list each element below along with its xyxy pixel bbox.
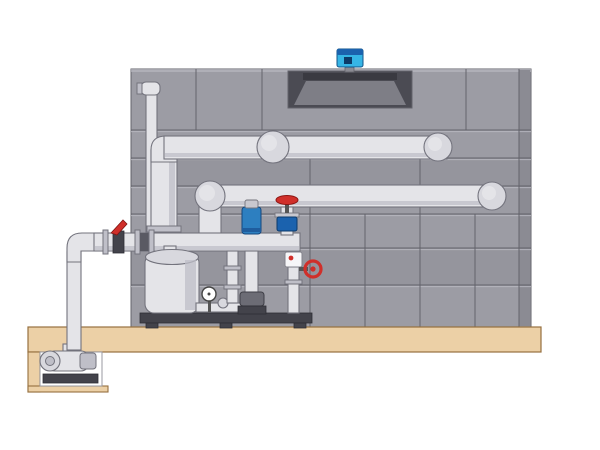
instrument-lens: [344, 57, 352, 64]
slab: [27, 326, 542, 353]
lower-pipe-end-highlight: [482, 186, 496, 200]
pressure-switch-dot: [288, 255, 294, 261]
pump-base: [237, 305, 267, 315]
riser-base-flange: [146, 225, 182, 233]
vessel: [144, 245, 200, 314]
makeup-line-flange: [136, 82, 143, 95]
upper-pipe-shading: [165, 153, 446, 157]
air-intake-opening: [287, 70, 413, 109]
lower-pipe-shading: [210, 201, 491, 205]
suction-column: [223, 250, 242, 304]
upper-pipe-end-highlight: [428, 137, 442, 151]
side-valve-handwheel: [303, 259, 323, 279]
suction-header-shading: [95, 246, 299, 250]
pump-motor-cap: [244, 199, 259, 209]
upper-distribution-pipe: [146, 130, 453, 241]
sump-riser-pipe: [66, 251, 82, 351]
discharge-drop: [284, 266, 303, 314]
skid-foot-mid: [219, 322, 233, 329]
handwheel-valve: [274, 195, 300, 236]
suction-column-pipe: [226, 250, 239, 304]
panel-tint-1: [131, 158, 531, 186]
pressure-gauge: [201, 286, 217, 312]
header-flange-1: [102, 229, 109, 255]
skid-frame: [139, 312, 313, 324]
upper-pipe-mid-highlight: [261, 135, 277, 151]
suction-column-flange-1: [223, 265, 242, 271]
pump-column: [244, 250, 259, 295]
discharge-drop-flange: [284, 279, 303, 285]
header-flange-3: [148, 229, 155, 255]
sump-pump-base: [42, 373, 99, 384]
pit-bottom: [27, 385, 109, 393]
pump-motor-band: [242, 228, 261, 232]
valve-body: [276, 216, 298, 232]
gauge-pin: [207, 292, 211, 296]
instrument-cap: [337, 49, 363, 55]
instrument-box: [336, 48, 364, 73]
sump-pump-hub: [45, 356, 55, 366]
side-valve-hub: [310, 266, 316, 272]
side-handwheel-valve: [299, 259, 323, 279]
pressure-switch: [284, 251, 303, 268]
pump-skid: [139, 195, 323, 329]
opening-shadow: [303, 73, 397, 80]
concrete-slab: [27, 326, 542, 393]
header-flange-2: [134, 229, 141, 255]
skid-foot-right: [293, 322, 307, 329]
opening-basin: [294, 81, 406, 105]
tower-side-strip: [519, 70, 530, 326]
header-fitting: [140, 233, 149, 251]
vessel-shading: [185, 260, 196, 310]
skid-foot-left: [145, 322, 159, 329]
makeup-line-elbow: [140, 81, 161, 96]
valve-handwheel: [275, 195, 299, 205]
sump-pump-motor: [79, 352, 97, 370]
lever-valve-handle: [110, 219, 128, 236]
panel-seams-vertical: [195, 69, 520, 327]
lower-pipe-elbow-highlight: [199, 185, 215, 201]
pump-volute: [239, 291, 265, 307]
sump-riser-elbow: [66, 232, 97, 263]
valve-top-flange: [274, 212, 300, 218]
discharge-drop-pipe: [287, 266, 300, 314]
gauge-stem: [208, 299, 211, 312]
lever-valve: [110, 219, 128, 254]
suction-column-flange-2: [223, 284, 242, 290]
riser-shading: [169, 151, 175, 239]
suction-header-pipe: [66, 219, 301, 351]
valve-stem: [285, 202, 289, 213]
vertical-pump: [237, 199, 267, 315]
pressure-switch-box: [284, 251, 303, 268]
